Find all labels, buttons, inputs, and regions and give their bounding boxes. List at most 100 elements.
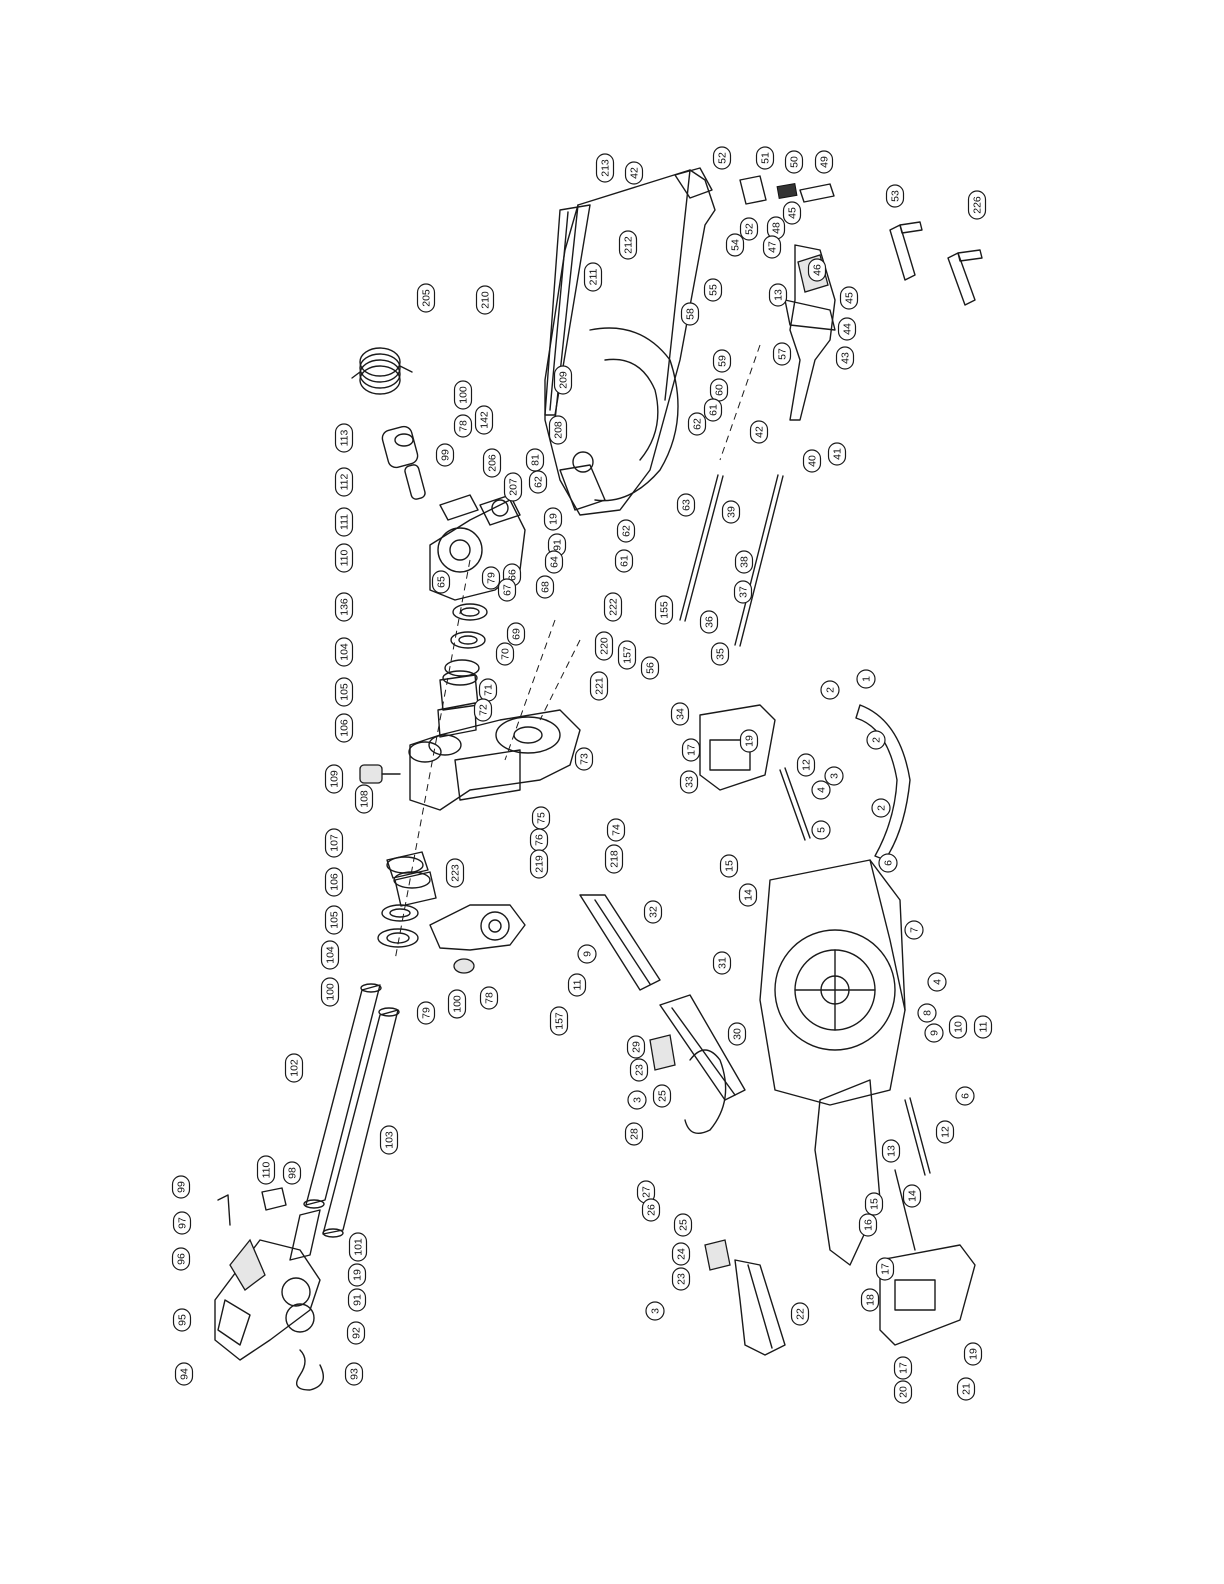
part-label: 47 [762, 235, 782, 259]
part-label-text: 157 [554, 1012, 566, 1030]
part-label-bubble [703, 278, 723, 302]
pin-112 [404, 464, 426, 500]
part-label-text: 208 [553, 421, 565, 439]
part-label-bubble [348, 1232, 368, 1262]
part-label: 14 [738, 883, 758, 907]
part-label: 96 [171, 1247, 191, 1271]
part-label: 213 [595, 153, 615, 183]
part-label-text: 31 [717, 957, 729, 969]
part-label-text: 75 [536, 812, 548, 824]
part-label: 17 [893, 1356, 913, 1380]
part-label-text: 63 [681, 499, 693, 511]
part-label: 11 [567, 973, 587, 997]
part-label-text: 157 [622, 646, 634, 664]
part-label: 57 [772, 342, 792, 366]
part-label: 70 [495, 642, 515, 666]
part-label-text: 2 [825, 687, 837, 693]
part-label-bubble [902, 1184, 922, 1208]
part-label-text: 100 [325, 983, 337, 1001]
part-label-text: 222 [608, 598, 620, 616]
part-label: 102 [284, 1053, 304, 1083]
part-label: 210 [475, 285, 495, 315]
part-label-text: 213 [600, 159, 612, 177]
part-label: 105 [334, 677, 354, 707]
part-label-bubble [782, 201, 802, 225]
part-label-text: 27 [641, 1186, 653, 1198]
part-label-bubble [535, 575, 555, 599]
part-label: 64 [544, 550, 564, 574]
part-label-bubble [719, 854, 739, 878]
part-label-text: 43 [840, 352, 852, 364]
part-label-text: 64 [549, 556, 561, 568]
part-label: 81 [525, 448, 545, 472]
part-label-bubble [671, 1267, 691, 1291]
part-label-text: 69 [511, 628, 523, 640]
part-label-text: 19 [548, 513, 560, 525]
part-label-text: 56 [645, 662, 657, 674]
part-label: 56 [640, 656, 660, 680]
part-label: 15 [719, 854, 739, 878]
part-label: 2 [866, 730, 886, 750]
part-label: 222 [603, 592, 623, 622]
part-label-text: 113 [339, 429, 351, 446]
part-label-text: 25 [657, 1090, 669, 1102]
part-label-bubble [282, 1161, 302, 1185]
part-label: 12 [796, 753, 816, 777]
part-label: 69 [506, 622, 526, 646]
part-label-text: 21 [961, 1383, 973, 1395]
part-label-bubble [645, 1301, 665, 1321]
assembly-lines [394, 344, 761, 961]
part-label-bubble [543, 507, 563, 531]
part-label-text: 74 [611, 824, 623, 836]
part-label-text: 94 [179, 1368, 191, 1380]
part-label-bubble [172, 1211, 192, 1235]
part-label: 2 [871, 798, 891, 818]
part-label-text: 66 [507, 569, 519, 581]
part-label-text: 11 [978, 1021, 990, 1032]
part-label-text: 9 [582, 951, 594, 957]
part-label-bubble [347, 1263, 367, 1287]
part-label: 51 [755, 146, 775, 170]
part-label-bubble [652, 1084, 672, 1108]
part-label-text: 62 [621, 525, 633, 537]
part-label-bubble [604, 844, 624, 874]
part-label-bubble [725, 233, 745, 257]
part-label: 71 [478, 678, 498, 702]
part-label-text: 73 [579, 753, 591, 765]
part-label-bubble [963, 1342, 983, 1366]
part-label-bubble [904, 920, 924, 940]
part-label-text: 60 [714, 384, 726, 396]
part-label-text: 28 [629, 1128, 641, 1140]
part-label-text: 42 [754, 426, 766, 438]
part-label: 9 [577, 944, 597, 964]
part-label-bubble [324, 867, 344, 897]
part-label: 15 [864, 1192, 884, 1216]
part-label-text: 23 [634, 1064, 646, 1076]
part-label-text: 15 [869, 1198, 881, 1210]
part-label: 1 [856, 669, 876, 689]
part-label-text: 13 [773, 289, 785, 301]
part-label-text: 52 [744, 223, 756, 235]
part-label-bubble [673, 1213, 693, 1237]
part-label: 63 [676, 493, 696, 517]
part-label-text: 7 [909, 927, 921, 933]
part-label-bubble [710, 642, 730, 666]
part-label-text: 34 [675, 708, 687, 720]
part-label-text: 6 [960, 1093, 972, 1099]
part-label-text: 70 [500, 648, 512, 660]
part-label: 14 [902, 1184, 922, 1208]
fence-support-33 [699, 704, 776, 791]
part-label-text: 52 [717, 152, 729, 164]
part-label-text: 72 [478, 704, 490, 716]
part-label-bubble [614, 549, 634, 573]
part-label-bubble [589, 671, 609, 701]
part-label-bubble [807, 258, 827, 282]
part-label-text: 39 [726, 506, 738, 518]
part-label: 49 [814, 150, 834, 174]
part-label-text: 136 [339, 598, 351, 616]
part-label-bubble [875, 1257, 895, 1281]
part-label: 31 [712, 951, 732, 975]
part-label: 40 [802, 449, 822, 473]
part-label-bubble [553, 365, 573, 395]
